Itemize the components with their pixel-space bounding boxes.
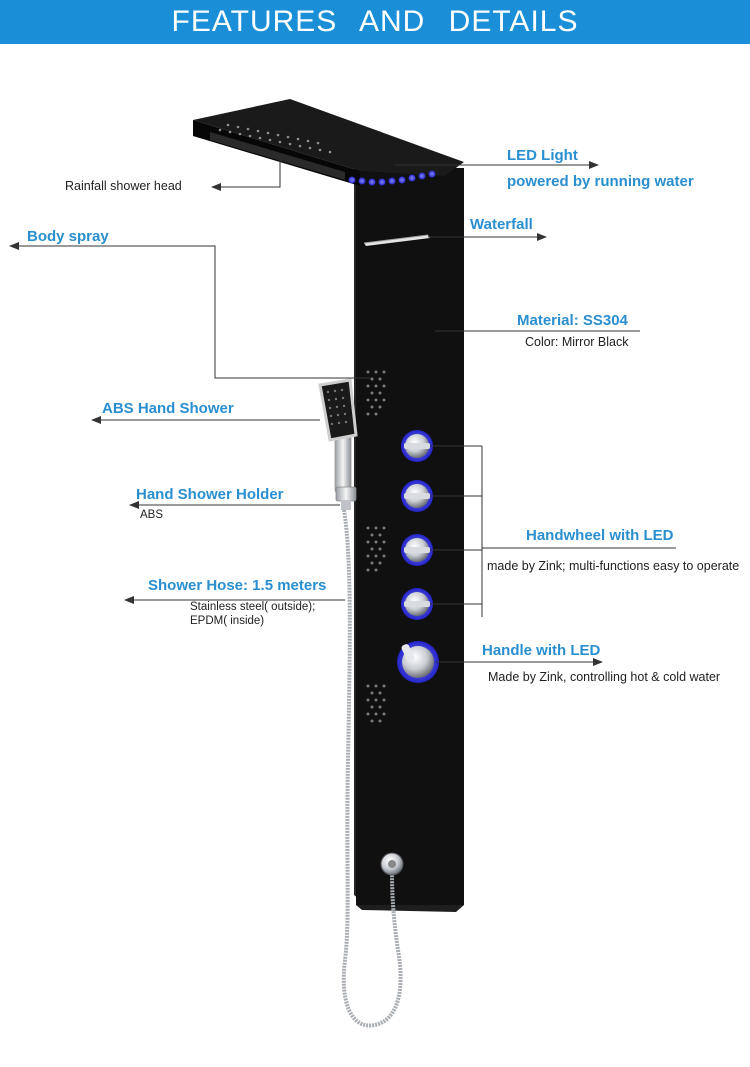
hand-shower-head <box>318 378 358 442</box>
label-material-color: Color: Mirror Black <box>525 335 629 349</box>
waterfall-outlet <box>363 234 430 246</box>
shower-panel <box>193 99 464 912</box>
handwheel-2 <box>401 480 433 512</box>
hand-shower <box>318 378 358 496</box>
label-led-desc: powered by running water <box>507 173 694 190</box>
callout-lines <box>9 160 676 666</box>
mixer-handle <box>397 641 439 683</box>
header-banner: FEATURES AND DETAILS <box>0 0 750 44</box>
label-handwheel-desc: made by Zink; multi-functions easy to op… <box>487 559 740 573</box>
label-rainfall: Rainfall shower head <box>65 179 182 193</box>
label-holder: Hand Shower Holder <box>136 486 284 503</box>
label-waterfall: Waterfall <box>470 216 533 233</box>
handwheel-4 <box>401 588 433 620</box>
hose-outlet <box>380 852 404 876</box>
panel-bottom <box>356 905 464 912</box>
page-title: FEATURES AND DETAILS <box>171 5 579 38</box>
label-abs-hand-shower: ABS Hand Shower <box>102 400 234 417</box>
label-handle-desc: Made by Zink, controlling hot & cold wat… <box>488 670 721 684</box>
handwheel-1 <box>401 430 433 462</box>
led-strip <box>348 170 436 186</box>
label-hose-desc-1: Stainless steel( outside); <box>190 601 316 613</box>
rainfall-arm-underside <box>210 132 345 180</box>
label-material: Material: SS304 <box>517 312 628 329</box>
rainfall-nozzles <box>218 123 332 154</box>
rainfall-top-arm <box>193 99 464 176</box>
label-body-spray: Body spray <box>27 228 109 245</box>
label-handle: Handle with LED <box>482 642 601 659</box>
label-led-light: LED Light <box>507 147 578 164</box>
body-spray-jets <box>366 370 386 723</box>
hand-shower-holder <box>335 486 357 510</box>
label-hose-desc-2: EPDM( inside) <box>190 615 265 627</box>
label-handwheel: Handwheel with LED <box>526 527 674 544</box>
label-holder-desc: ABS <box>140 509 164 521</box>
handwheel-3 <box>401 534 433 566</box>
label-hose: Shower Hose: 1.5 meters <box>148 577 327 594</box>
shower-hose <box>341 509 403 1028</box>
